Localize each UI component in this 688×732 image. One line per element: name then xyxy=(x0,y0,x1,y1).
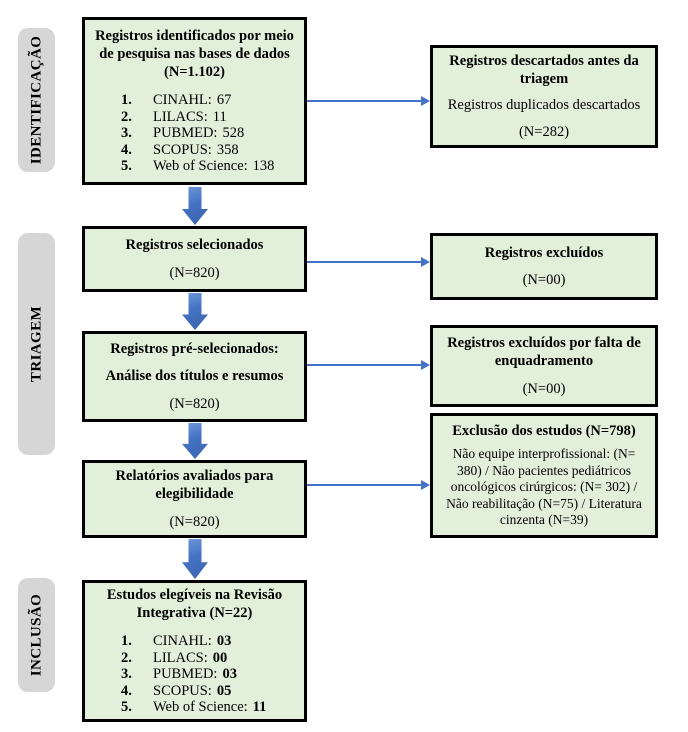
box-subtitle: Análise dos títulos e resumos xyxy=(105,368,284,385)
item-value: 528 xyxy=(222,125,245,142)
stage-label-identificacao: IDENTIFICAÇÃO xyxy=(18,28,55,172)
item-number: 5. xyxy=(121,699,132,716)
right-arrow-icon xyxy=(307,257,430,267)
right-arrow-icon xyxy=(307,480,430,490)
list-item: 1. CINAHL: 67 xyxy=(121,92,296,109)
item-value: 358 xyxy=(216,141,239,158)
box-reports-assessed: Relatórios avaliados para elegibilidade … xyxy=(82,460,307,538)
box-title: Exclusão dos estudos (N=798) xyxy=(452,423,636,440)
item-value: 00 xyxy=(212,649,228,666)
item-number: 3. xyxy=(121,125,132,142)
item-value: 03 xyxy=(216,633,232,650)
list-item: 5. Web of Science: 11 xyxy=(121,699,296,716)
item-number: 4. xyxy=(121,141,132,158)
list-item: 1. CINAHL: 03 xyxy=(121,633,296,650)
item-label: Web of Science: xyxy=(153,699,248,716)
item-number: 2. xyxy=(121,108,132,125)
down-block-arrow-icon xyxy=(182,293,208,330)
box-title: Registros pré-selecionados: xyxy=(110,341,279,358)
item-label: SCOPUS: xyxy=(153,141,212,158)
list-item: 5. Web of Science: 138 xyxy=(121,158,296,175)
list-item: 3. PUBMED: 528 xyxy=(121,125,296,142)
box-title: Registros excluídos por falta de enquadr… xyxy=(447,335,641,370)
item-value: 11 xyxy=(212,108,227,125)
item-value: 67 xyxy=(216,92,232,109)
list-item: 4. SCOPUS: 358 xyxy=(121,142,296,159)
item-label: Web of Science: xyxy=(153,158,248,175)
stage-label-text: TRIAGEM xyxy=(28,305,44,383)
item-value: 138 xyxy=(252,158,275,175)
box-title: Estudos elegíveis na Revisão Integrativa… xyxy=(106,587,283,622)
list-item: 3. PUBMED: 03 xyxy=(121,666,296,683)
box-title: Registros identificados por meio de pesq… xyxy=(95,28,294,81)
list-item: 4. SCOPUS: 05 xyxy=(121,683,296,700)
item-value: 11 xyxy=(252,699,267,716)
database-count-list: 1. CINAHL: 03 2. LILACS: 00 3. PUBMED: 0… xyxy=(93,633,296,716)
item-number: 3. xyxy=(121,666,132,683)
box-count: (N=820) xyxy=(169,513,220,530)
item-number: 1. xyxy=(121,633,132,650)
database-count-list: 1. CINAHL: 67 2. LILACS: 11 3. PUBMED: 5… xyxy=(93,92,296,175)
item-value: 05 xyxy=(216,682,232,699)
box-body: Não equipe interprofissional: (N= 380) /… xyxy=(446,446,642,528)
box-count: (N=00) xyxy=(522,272,566,288)
box-eligible-studies: Estudos elegíveis na Revisão Integrativa… xyxy=(82,580,307,722)
stage-label-text: IDENTIFICAÇÃO xyxy=(28,35,44,165)
box-excluded-lack-of-fit: Registros excluídos por falta de enquadr… xyxy=(430,325,658,407)
box-title: Relatórios avaliados para elegibilidade xyxy=(115,468,274,503)
stage-label-triagem: TRIAGEM xyxy=(18,233,55,455)
item-number: 4. xyxy=(121,682,132,699)
list-item: 2. LILACS: 11 xyxy=(121,109,296,126)
box-count: (N=282) xyxy=(518,124,570,141)
item-label: CINAHL: xyxy=(153,633,212,650)
right-arrow-icon xyxy=(307,96,430,106)
right-arrow-icon xyxy=(307,360,430,370)
stage-label-text: INCLUSÃO xyxy=(28,593,44,677)
list-item: 2. LILACS: 00 xyxy=(121,650,296,667)
item-label: SCOPUS: xyxy=(153,682,212,699)
box-excluded-records: Registros excluídos (N=00) xyxy=(430,233,658,300)
item-label: PUBMED: xyxy=(153,666,218,683)
item-label: LILACS: xyxy=(153,108,208,125)
box-title: Registros descartados antes da triagem xyxy=(449,52,639,87)
item-label: CINAHL: xyxy=(153,92,212,109)
stage-label-inclusao: INCLUSÃO xyxy=(18,578,55,692)
box-preselected-records: Registros pré-selecionados: Análise dos … xyxy=(82,331,307,422)
box-count: (N=00) xyxy=(522,380,566,397)
box-title: Registros excluídos xyxy=(484,244,604,261)
item-label: PUBMED: xyxy=(153,125,218,142)
down-block-arrow-icon xyxy=(182,187,208,225)
down-block-arrow-icon xyxy=(182,423,208,459)
box-discarded-before-screening: Registros descartados antes da triagem R… xyxy=(430,45,658,148)
item-number: 2. xyxy=(121,649,132,666)
box-count: (N=820) xyxy=(169,264,220,281)
item-number: 5. xyxy=(121,158,132,175)
box-studies-excluded: Exclusão dos estudos (N=798) Não equipe … xyxy=(430,413,658,538)
item-value: 03 xyxy=(222,666,237,683)
item-label: LILACS: xyxy=(153,649,208,666)
box-selected-records: Registros selecionados (N=820) xyxy=(82,226,307,292)
box-body: Registros duplicados descartados xyxy=(447,97,641,113)
down-block-arrow-icon xyxy=(182,539,208,579)
box-identified-records: Registros identificados por meio de pesq… xyxy=(82,17,307,185)
box-title: Registros selecionados xyxy=(125,237,264,254)
item-number: 1. xyxy=(121,92,132,109)
box-count: (N=820) xyxy=(169,395,220,412)
